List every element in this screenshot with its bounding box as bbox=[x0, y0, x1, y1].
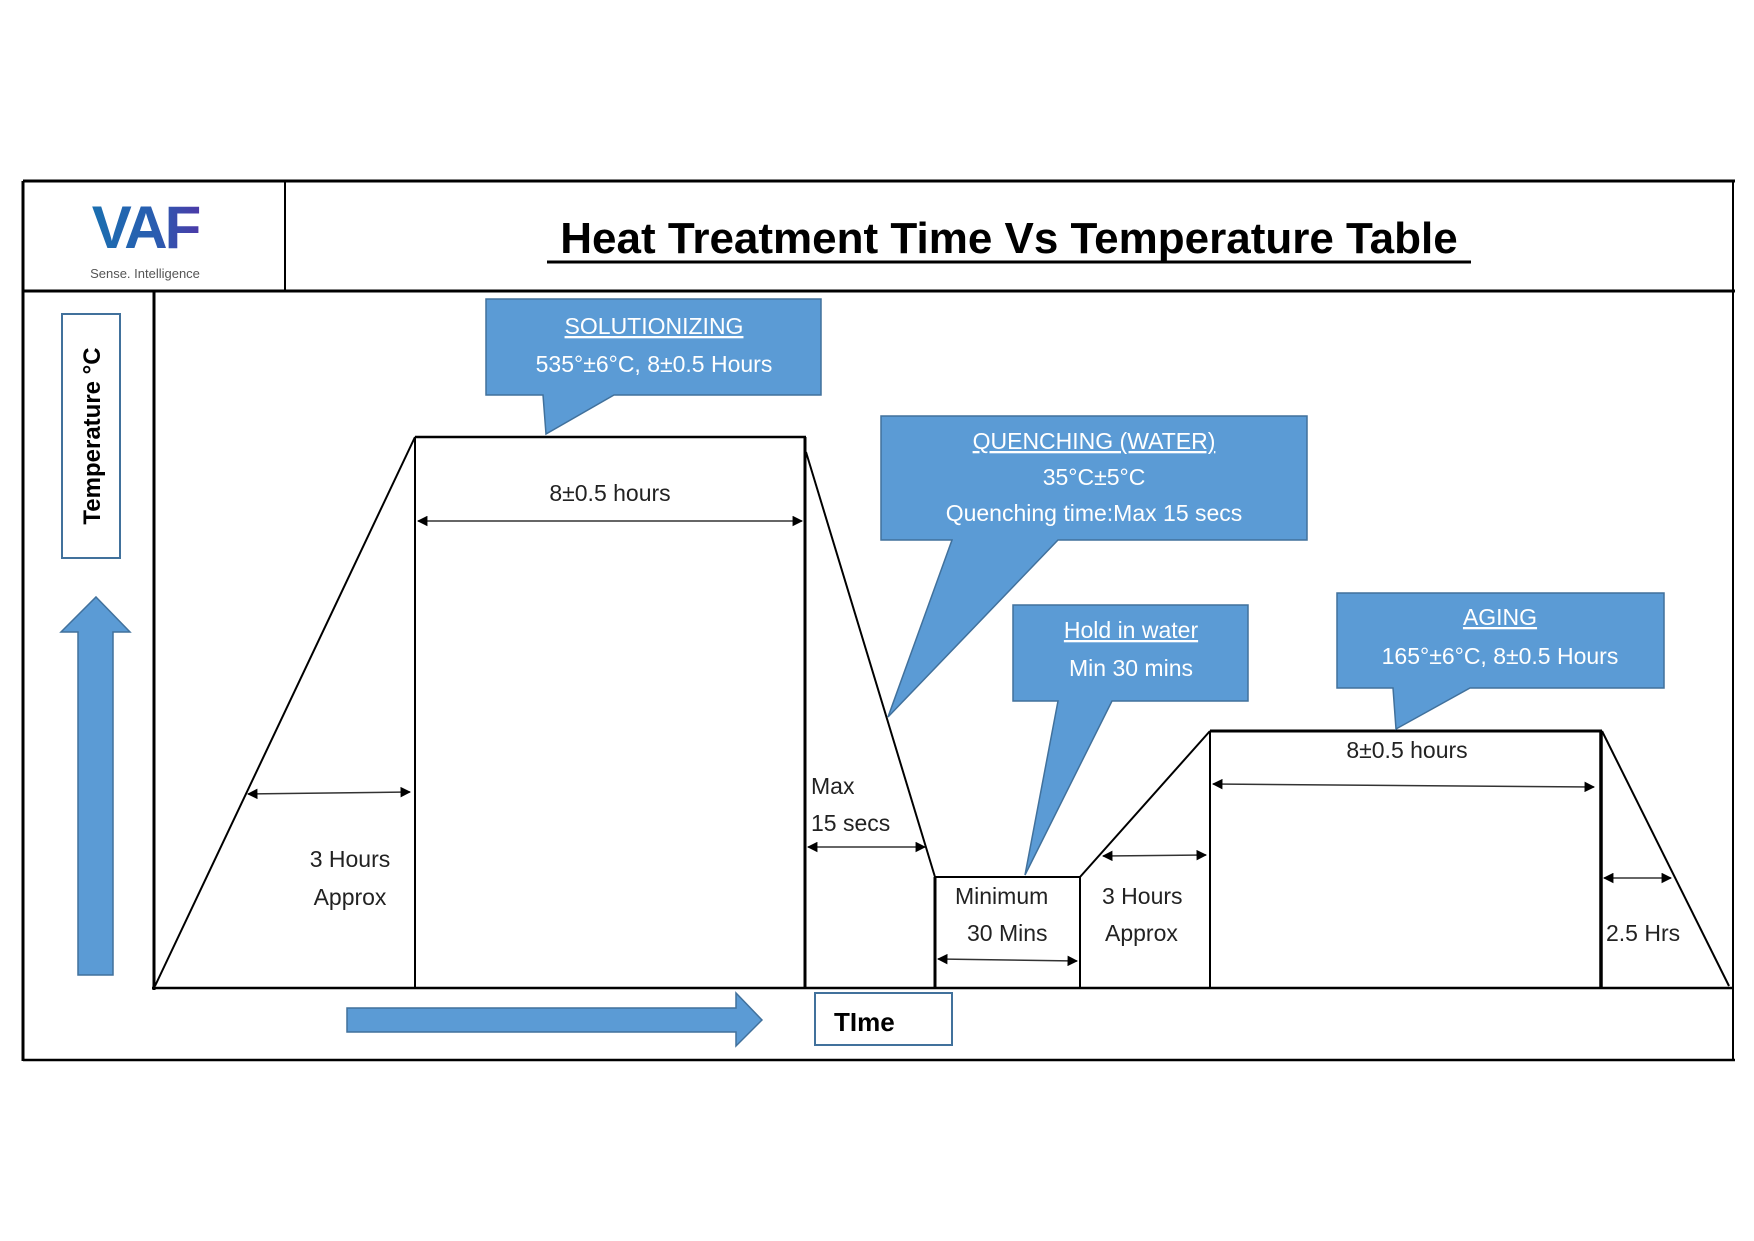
callout-hold-title: Hold in water bbox=[1064, 617, 1199, 643]
cooldown-label: 2.5 Hrs bbox=[1606, 920, 1680, 946]
time-right-arrow-icon bbox=[346, 991, 764, 1048]
callout-solutionizing-detail: 535°±6°C, 8±0.5 Hours bbox=[536, 351, 773, 377]
ramp2-label-line1: 3 Hours bbox=[1102, 883, 1183, 909]
page-title: Heat Treatment Time Vs Temperature Table bbox=[560, 214, 1457, 263]
callout-aging-detail: 165°±6°C, 8±0.5 Hours bbox=[1382, 643, 1619, 669]
water-hold-arrow bbox=[936, 953, 1079, 967]
callout-quenching: QUENCHING (WATER) 35°C±5°C Quenching tim… bbox=[880, 415, 1308, 718]
ramp1-label-line1: 3 Hours bbox=[310, 846, 391, 872]
water-hold-label-line1: Minimum bbox=[955, 883, 1048, 909]
quench-time-label-line1: Max bbox=[811, 773, 855, 799]
x-axis-label-box: TIme bbox=[814, 992, 953, 1046]
aging-hold-arrow bbox=[1211, 778, 1596, 793]
quench-time-label-line2: 15 secs bbox=[811, 810, 890, 836]
callout-quenching-line1: 35°C±5°C bbox=[1043, 464, 1146, 490]
logo-text: VAF bbox=[92, 194, 200, 261]
solution-hold-label: 8±0.5 hours bbox=[549, 480, 670, 506]
ramp1-arrow bbox=[246, 786, 412, 800]
callout-solutionizing-title: SOLUTIONIZING bbox=[565, 313, 744, 339]
callout-quenching-line2: Quenching time:Max 15 secs bbox=[946, 500, 1243, 526]
temperature-profile bbox=[154, 435, 1730, 988]
callout-aging: AGING 165°±6°C, 8±0.5 Hours bbox=[1336, 592, 1665, 731]
dimension-arrows bbox=[246, 515, 1673, 967]
annotations: 3 Hours Approx 8±0.5 hours Max 15 secs M… bbox=[310, 480, 1680, 946]
logo-tagline: Sense. Intelligence bbox=[90, 266, 200, 281]
callout-quenching-title: QUENCHING (WATER) bbox=[973, 428, 1216, 454]
callout-hold-in-water: Hold in water Min 30 mins bbox=[1012, 604, 1249, 876]
frame bbox=[21, 179, 1735, 1062]
aging-hold-label: 8±0.5 hours bbox=[1346, 737, 1467, 763]
ramp1-label-line2: Approx bbox=[314, 884, 387, 910]
callout-hold-detail: Min 30 mins bbox=[1069, 655, 1193, 681]
water-hold-label-line2: 30 Mins bbox=[967, 920, 1048, 946]
temperature-up-arrow-icon bbox=[59, 595, 132, 976]
callout-aging-title: AGING bbox=[1463, 604, 1537, 630]
y-axis-label: Temperature °C bbox=[79, 347, 106, 524]
y-axis-label-box: Temperature °C bbox=[61, 313, 121, 559]
callout-solutionizing: SOLUTIONIZING 535°±6°C, 8±0.5 Hours bbox=[485, 298, 822, 436]
ramp2-label-line2: Approx bbox=[1105, 920, 1178, 946]
vaf-logo: VAF Sense. Intelligence bbox=[90, 194, 203, 281]
x-axis-label: TIme bbox=[834, 1007, 895, 1037]
ramp2-arrow bbox=[1101, 849, 1208, 862]
